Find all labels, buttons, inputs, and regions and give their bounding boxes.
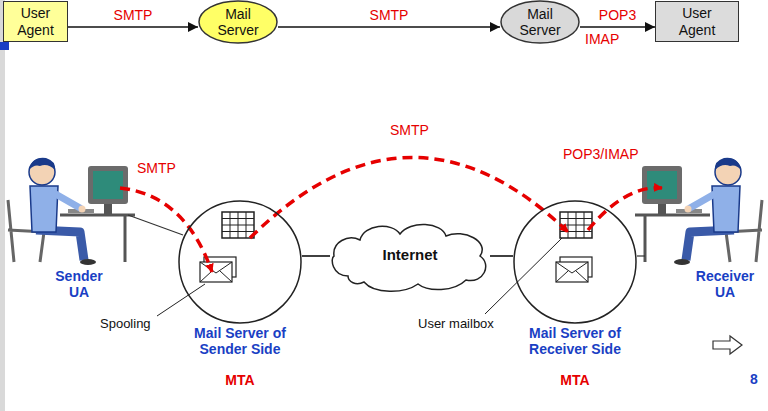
receiver-mail-server-outline [513,200,637,324]
connector-line [68,26,198,28]
protocol-label: POP3/IMAP [563,146,638,162]
page-number: 8 [750,371,758,387]
callout-label: Spooling [100,317,151,332]
mta-label: MTA [178,372,302,388]
node-label: Internet [382,246,437,263]
server-ellipse [501,1,579,43]
connector-line [580,26,655,28]
server-circle [514,201,636,323]
leader-line [485,238,562,314]
user-agent-box: User Agent [3,1,68,42]
receiver-figure [635,158,762,265]
internet-cloud: Internet [330,218,490,292]
mailbox-icon [222,212,254,238]
connector-line [490,255,513,257]
server-name: Mail Server of Receiver Side [513,325,637,357]
node-label: User Agent [10,5,62,37]
access-line [128,215,183,235]
server-name: Mail Server of Sender Side [178,325,302,357]
node-label: Mail Server [512,6,568,38]
connector-line [302,255,330,257]
next-arrow [713,336,742,354]
mail-server-circle: Mail Server [198,0,278,44]
user-agent-label: Receiver UA [688,268,762,300]
mail-server-circle: Mail Server [500,0,580,44]
protocol-label: SMTP [113,7,154,23]
protocol-label: SMTP [137,160,176,176]
illustration-part [120,188,212,272]
corner-mark [0,42,9,50]
stored-envelopes [556,257,592,282]
protocol-label: SMTP [369,7,410,23]
access-line [637,255,645,256]
spool-envelopes [200,257,236,282]
mta-label: MTA [513,372,637,388]
protocol-label: POP3 [598,7,637,23]
leader-line [157,284,205,316]
illustration-part [588,188,662,230]
sender-figure [8,158,135,265]
protocol-label: IMAP [585,31,619,47]
receiver-mail-server: Mail Server of Receiver SideMTA [513,200,637,388]
server-circle [179,201,301,323]
server-ellipse [199,1,277,43]
user-agent-label: Sender UA [48,268,110,300]
cloud-outline [332,224,485,291]
sender-mail-server-outline [178,200,302,324]
user-agent-box: User Agent [655,1,739,42]
side-strip [0,0,5,411]
node-label: Mail Server [210,6,266,38]
protocol-label: SMTP [390,122,429,138]
node-label: User Agent [670,5,725,37]
mailbox-icon [560,212,592,238]
connector-line [278,26,500,28]
sender-mail-server: Mail Server of Sender SideMTA [178,200,302,388]
callout-label: User mailbox [418,317,494,332]
illustration-part [250,157,568,238]
